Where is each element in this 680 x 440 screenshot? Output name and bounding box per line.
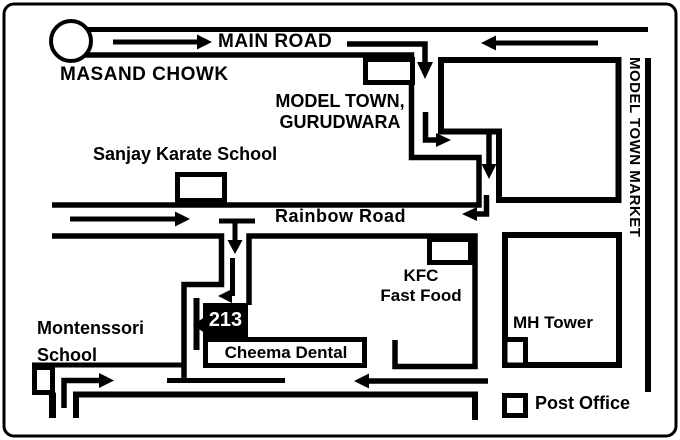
sanjay-karate-school-box	[175, 172, 227, 203]
masand-chowk-label: MASAND CHOWK	[60, 64, 229, 85]
model-town-gurudwara-label: MODEL TOWN, GURUDWARA	[262, 91, 418, 133]
sanjay-karate-school-label: Sanjay Karate School	[93, 144, 278, 164]
model-town-market-block	[438, 57, 622, 203]
arrow-corridor-turn-east	[422, 112, 451, 147]
model-town-market-label: MODEL TOWN MARKET	[626, 57, 643, 238]
post-office-box	[502, 393, 528, 418]
kfc-box	[427, 237, 473, 265]
house-213-label: 213	[208, 309, 243, 331]
kfc-line1: KFC	[403, 266, 439, 285]
gurudwara-line2: GURUDWARA	[279, 112, 401, 132]
masand-chowk-circle	[49, 19, 93, 63]
post-office-label: Post Office	[535, 393, 631, 413]
montenssori-line2: School	[37, 345, 98, 365]
road-rainbow-bottom-west-and-lane	[52, 233, 225, 378]
mh-tower-label: MH Tower	[513, 313, 593, 332]
montenssori-school-box	[32, 365, 55, 395]
road-rainbow-bottom-east-kfc-block	[246, 233, 478, 370]
road-bottom	[73, 391, 478, 420]
rainbow-road-label: Rainbow Road	[275, 206, 406, 226]
arrow-onto-rainbow-west	[462, 195, 490, 221]
house-213-box	[203, 303, 248, 337]
arrow-lane-entrance-south	[219, 218, 255, 254]
gurudwara-line1: MODEL TOWN,	[275, 91, 405, 111]
arrow-lane-turn-west	[218, 258, 235, 303]
kfc-line2: Fast Food	[380, 286, 462, 305]
arrow-corridor-south	[481, 132, 497, 179]
arrow-main-road-west	[481, 35, 598, 51]
kfc-fast-food-label: KFC Fast Food	[360, 266, 482, 306]
arrow-back-lane-east	[61, 373, 114, 408]
montenssori-line1: Montenssori	[37, 318, 145, 338]
arrow-main-road-turn-south	[347, 41, 433, 79]
road-main-bottom-and-rainbow-top	[52, 52, 482, 208]
gurudwara-box	[363, 57, 415, 85]
mh-tower-entrance-box	[502, 337, 528, 368]
arrow-rainbow-east	[70, 211, 190, 227]
arrow-back-lane-west	[354, 373, 488, 389]
arrow-main-road-east	[113, 34, 212, 50]
main-road-label: MAIN ROAD	[218, 31, 333, 52]
arrow-213-entrance	[193, 315, 207, 335]
cheema-dental-label: Cheema Dental	[224, 343, 348, 362]
cheema-dental-box	[203, 337, 367, 368]
montenssori-school-label: Montenssori School	[37, 315, 144, 369]
